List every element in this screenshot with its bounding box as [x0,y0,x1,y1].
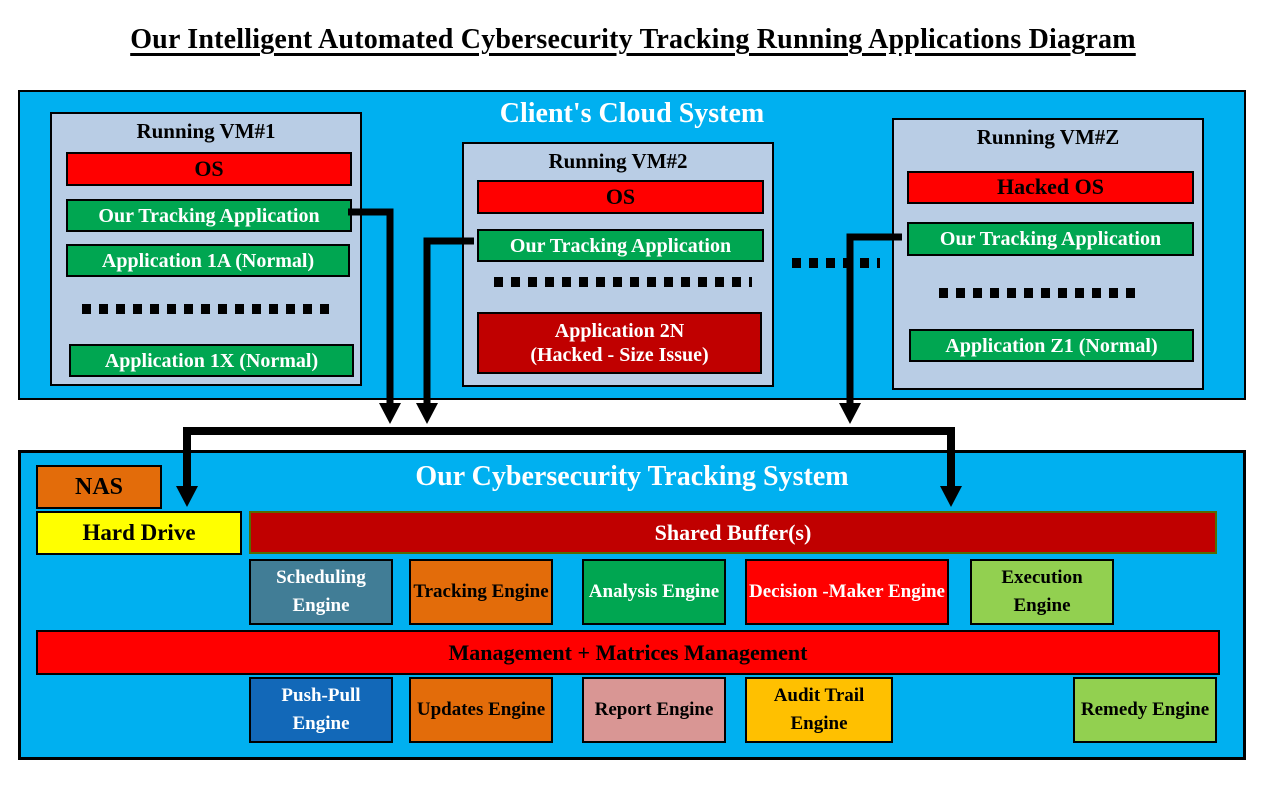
vm1-ellipsis-dots [82,304,336,314]
vmz-arrowhead [839,403,861,424]
analysis-engine-box: Analysis Engine [582,559,726,625]
vm-separator-dots [792,258,880,268]
vm1-os-box: OS [66,152,352,186]
vmz-tracking-app-box: Our Tracking Application [907,222,1194,256]
page-title: Our Intelligent Automated Cybersecurity … [130,24,1136,55]
vmz-ellipsis-dots [939,288,1141,298]
vmz-app-z1-box: Application Z1 (Normal) [909,329,1194,362]
tracking-system-title: Our Cybersecurity Tracking System [415,461,849,492]
report-engine-box: Report Engine [582,677,726,743]
vm2-ellipsis-dots [494,277,752,287]
vm1-tracking-app-box: Our Tracking Application [66,199,352,232]
vmz-panel: Running VM#Z Hacked OS Our Tracking Appl… [892,118,1204,390]
remedy-engine-box: Remedy Engine [1073,677,1217,743]
updates-engine-box: Updates Engine [409,677,553,743]
vm2-os-box: OS [477,180,764,214]
vmz-hacked-os-box: Hacked OS [907,171,1194,204]
vm2-arrowhead [416,403,438,424]
push-pull-engine-box: Push-Pull Engine [249,677,393,743]
cybersecurity-tracking-system-box: Our Cybersecurity Tracking System NAS Ha… [18,450,1246,760]
management-matrices-box: Management + Matrices Management [36,630,1220,675]
vm1-panel: Running VM#1 OS Our Tracking Application… [50,112,362,386]
vm2-panel: Running VM#2 OS Our Tracking Application… [462,142,774,387]
cloud-system-title: Client's Cloud System [499,98,765,129]
clients-cloud-system-box: Client's Cloud System Running VM#1 OS Ou… [18,90,1246,400]
vm1-app-1a-box: Application 1A (Normal) [66,244,350,277]
execution-engine-box: Execution Engine [970,559,1114,625]
vm2-tracking-app-box: Our Tracking Application [477,229,764,262]
hard-drive-box: Hard Drive [36,511,242,555]
vm2-hacked-app-line1: Application 2N [554,320,685,342]
tracking-engine-box: Tracking Engine [409,559,553,625]
scheduling-engine-box: Scheduling Engine [249,559,393,625]
vm2-hacked-app-box: Application 2N (Hacked - Size Issue) [477,312,762,374]
vm1-title: Running VM#1 [136,119,276,143]
decision-maker-engine-box: Decision -Maker Engine [745,559,949,625]
vmz-title: Running VM#Z [976,125,1120,149]
shared-buffer-box: Shared Buffer(s) [249,511,1217,554]
vm2-title: Running VM#2 [548,149,688,173]
nas-box: NAS [36,465,162,509]
vm1-app-1x-box: Application 1X (Normal) [69,344,354,377]
audit-trail-engine-box: Audit Trail Engine [745,677,893,743]
vm2-hacked-app-line2: (Hacked - Size Issue) [530,344,709,366]
vm1-arrowhead [379,403,401,424]
